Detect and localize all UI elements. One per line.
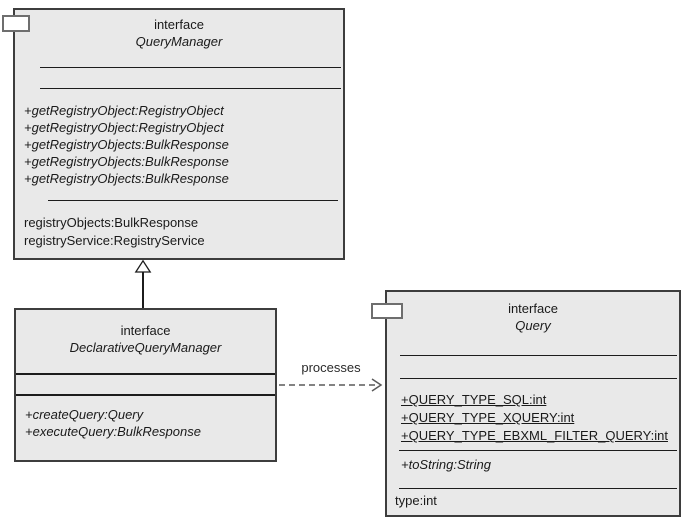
compartment-separator <box>16 373 275 375</box>
class-title: interface Query <box>387 300 679 334</box>
method-item: +getRegistryObjects:BulkResponse <box>24 137 229 152</box>
class-box-query: interface Query +QUERY_TYPE_SQL:int +QUE… <box>385 290 681 517</box>
stereotype-label: interface <box>508 301 558 316</box>
method-item: +toString:String <box>401 457 491 472</box>
dependency-arrowhead-icon <box>371 378 383 392</box>
generalization-line <box>142 272 144 308</box>
methods-compartment: +createQuery:Query +executeQuery:BulkRes… <box>25 406 201 440</box>
class-title: interface DeclarativeQueryManager <box>16 322 275 356</box>
interface-tab-icon <box>2 15 30 32</box>
property-item: type:int <box>395 493 437 508</box>
compartment-separator <box>400 378 677 379</box>
method-item: +getRegistryObject:RegistryObject <box>24 120 224 135</box>
method-item: +createQuery:Query <box>25 407 144 422</box>
compartment-separator <box>399 488 677 489</box>
stereotype-label: interface <box>154 17 204 32</box>
compartment-separator <box>48 200 338 201</box>
compartment-separator <box>40 67 341 68</box>
class-box-query-manager: interface QueryManager +getRegistryObjec… <box>13 8 345 260</box>
static-field-item: +QUERY_TYPE_EBXML_FILTER_QUERY:int <box>401 428 668 443</box>
generalization-arrowhead-icon <box>134 259 152 273</box>
method-item: +executeQuery:BulkResponse <box>25 424 201 439</box>
interface-name: Query <box>515 318 551 333</box>
property-item: registryService:RegistryService <box>24 233 205 248</box>
method-item: +getRegistryObjects:BulkResponse <box>24 171 229 186</box>
dependency-label: processes <box>301 360 361 375</box>
method-item: +getRegistryObjects:BulkResponse <box>24 154 229 169</box>
constants-compartment: +QUERY_TYPE_SQL:int +QUERY_TYPE_XQUERY:i… <box>401 391 668 445</box>
interface-tab-icon <box>371 303 403 319</box>
compartment-separator <box>400 355 677 356</box>
properties-compartment: registryObjects:BulkResponse registrySer… <box>24 214 205 250</box>
static-field-item: +QUERY_TYPE_SQL:int <box>401 392 547 407</box>
interface-name: QueryManager <box>135 34 223 49</box>
method-item: +getRegistryObject:RegistryObject <box>24 103 224 118</box>
compartment-separator <box>399 450 677 451</box>
interface-name: DeclarativeQueryManager <box>69 340 222 355</box>
compartment-separator <box>16 394 275 396</box>
static-field-item: +QUERY_TYPE_XQUERY:int <box>401 410 575 425</box>
methods-compartment: +getRegistryObject:RegistryObject +getRe… <box>24 102 229 187</box>
property-item: registryObjects:BulkResponse <box>24 215 199 230</box>
dependency-arrow <box>279 378 383 392</box>
methods-compartment: +toString:String <box>401 456 491 473</box>
stereotype-label: interface <box>120 323 171 338</box>
properties-compartment: type:int <box>395 492 437 509</box>
compartment-separator <box>40 88 341 89</box>
class-box-declarative-query-manager: interface DeclarativeQueryManager +creat… <box>14 308 277 462</box>
class-title: interface QueryManager <box>15 16 343 50</box>
